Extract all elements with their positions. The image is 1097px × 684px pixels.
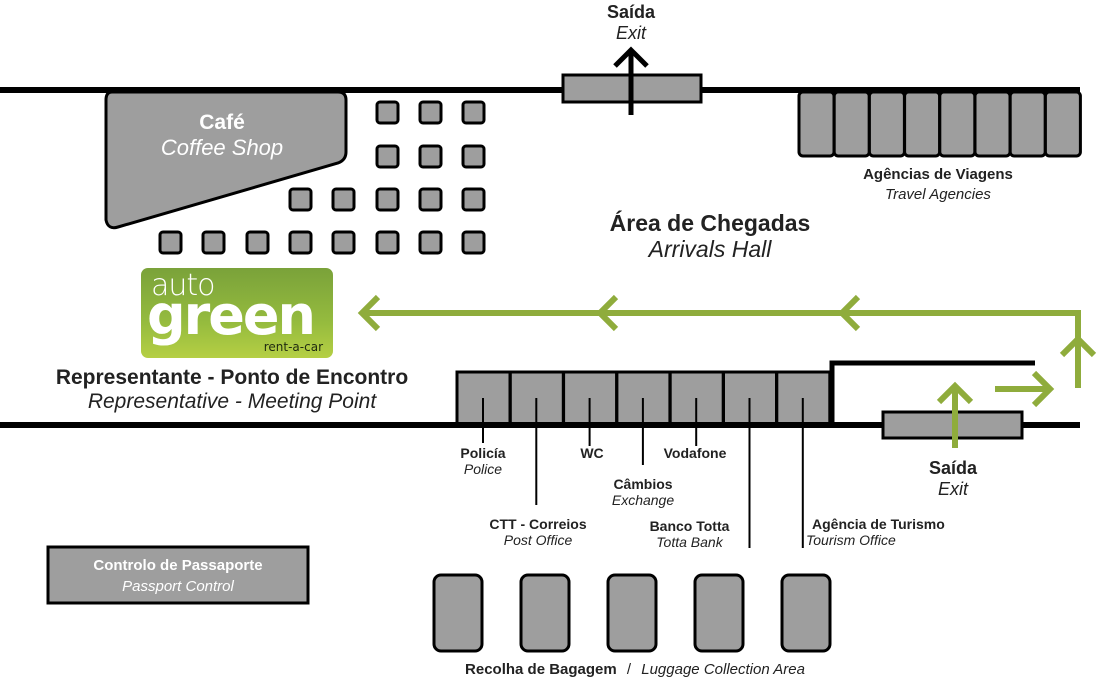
cafe-table — [418, 100, 443, 125]
cafe-table — [418, 144, 443, 169]
service-label-tourism[interactable]: Agência de Turismo Tourism Office — [806, 516, 976, 548]
cafe-table — [245, 230, 270, 255]
passport-control-label-en: Passport Control — [122, 578, 234, 595]
passport-control-booth[interactable] — [46, 545, 310, 605]
service-label-wc[interactable]: WC — [562, 445, 622, 461]
cafe-table — [418, 230, 443, 255]
cafe-tables — [158, 100, 486, 255]
cafe-area[interactable] — [104, 90, 348, 230]
bank-pt: Banco Totta — [649, 518, 730, 534]
cafe-table — [461, 230, 486, 255]
luggage-belt[interactable] — [606, 573, 658, 653]
service-label-exchange[interactable]: Câmbios Exchange — [583, 476, 703, 508]
service-label-post-office[interactable]: CTT - Correios Post Office — [468, 516, 608, 548]
cafe-table — [461, 187, 486, 212]
service-label-vodafone[interactable]: Vodafone — [650, 445, 740, 461]
travel-agency-booth[interactable] — [1043, 90, 1082, 158]
route-to-meeting-point — [357, 294, 1097, 448]
post-office-pt: CTT - Correios — [489, 516, 587, 532]
police-en: Police — [463, 461, 503, 478]
luggage-belt[interactable] — [432, 573, 484, 653]
arrivals-hall-label-pt: Área de Chegadas — [609, 210, 811, 236]
travel-agency-booth[interactable] — [903, 90, 942, 158]
cafe-table — [331, 230, 356, 255]
tourism-en: Tourism Office — [806, 532, 896, 549]
top-exit-arrow-icon — [613, 46, 649, 115]
cafe-table — [201, 230, 226, 255]
cafe-table — [288, 230, 313, 255]
passport-control-label-pt: Controlo de Passaporte — [93, 557, 263, 574]
cafe-table — [375, 100, 400, 125]
luggage-belt[interactable] — [693, 573, 745, 653]
luggage-belts — [432, 573, 832, 653]
meeting-point-label-en: Representative - Meeting Point — [87, 390, 377, 413]
service-label-police[interactable]: Policía Police — [443, 445, 523, 477]
cafe-table — [375, 230, 400, 255]
exchange-pt: Câmbios — [613, 476, 673, 492]
logo-text-auto: auto — [151, 268, 216, 303]
cafe-table — [461, 100, 486, 125]
travel-agency-booth[interactable] — [867, 90, 906, 158]
travel-agency-booth[interactable] — [1008, 90, 1047, 158]
luggage-separator: / — [626, 661, 632, 678]
travel-agencies-label-en: Travel Agencies — [885, 186, 991, 203]
tourism-pt: Agência de Turismo — [812, 516, 945, 532]
luggage-label: Recolha de Bagagem / Luggage Collection … — [420, 661, 850, 678]
autogreen-logo[interactable]: auto green rent-a-car — [141, 268, 333, 358]
travel-agency-booth[interactable] — [973, 90, 1012, 158]
post-office-en: Post Office — [503, 532, 573, 549]
luggage-belt[interactable] — [519, 573, 571, 653]
police-pt: Policía — [460, 445, 506, 461]
cafe-label-pt: Café — [199, 111, 245, 134]
travel-agency-booth[interactable] — [797, 90, 836, 158]
logo-tagline: rent-a-car — [263, 340, 323, 354]
exit-corridor-wall — [829, 360, 1035, 425]
cafe-table — [418, 187, 443, 212]
cafe-table — [288, 187, 313, 212]
top-exit-label-pt: Saída — [606, 2, 656, 22]
travel-agency-booth[interactable] — [938, 90, 977, 158]
travel-agency-booths — [797, 90, 1082, 158]
luggage-label-en: Luggage Collection Area — [641, 661, 805, 678]
bank-en: Totta Bank — [656, 534, 723, 551]
luggage-belt[interactable] — [780, 573, 832, 653]
cafe-label-en: Coffee Shop — [160, 135, 284, 160]
arrivals-hall-label-en: Arrivals Hall — [648, 236, 772, 262]
cafe-table — [375, 187, 400, 212]
travel-agencies-label-pt: Agências de Viagens — [863, 166, 1013, 183]
exchange-en: Exchange — [611, 492, 675, 509]
luggage-label-pt: Recolha de Bagagem — [465, 661, 617, 678]
cafe-table — [461, 144, 486, 169]
top-exit-label-en: Exit — [615, 23, 646, 43]
vodafone-pt: Vodafone — [663, 445, 727, 461]
meeting-point-label-pt: Representante - Ponto de Encontro — [55, 366, 409, 389]
cafe-table — [331, 187, 356, 212]
right-exit-label-pt: Saída — [928, 458, 978, 478]
right-exit-label-en: Exit — [937, 479, 968, 499]
service-label-bank[interactable]: Banco Totta Totta Bank — [632, 518, 747, 550]
cafe-table — [375, 144, 400, 169]
cafe-table — [158, 230, 183, 255]
travel-agency-booth[interactable] — [832, 90, 871, 158]
logo-text-green: green — [147, 284, 316, 347]
wc-pt: WC — [580, 445, 604, 461]
